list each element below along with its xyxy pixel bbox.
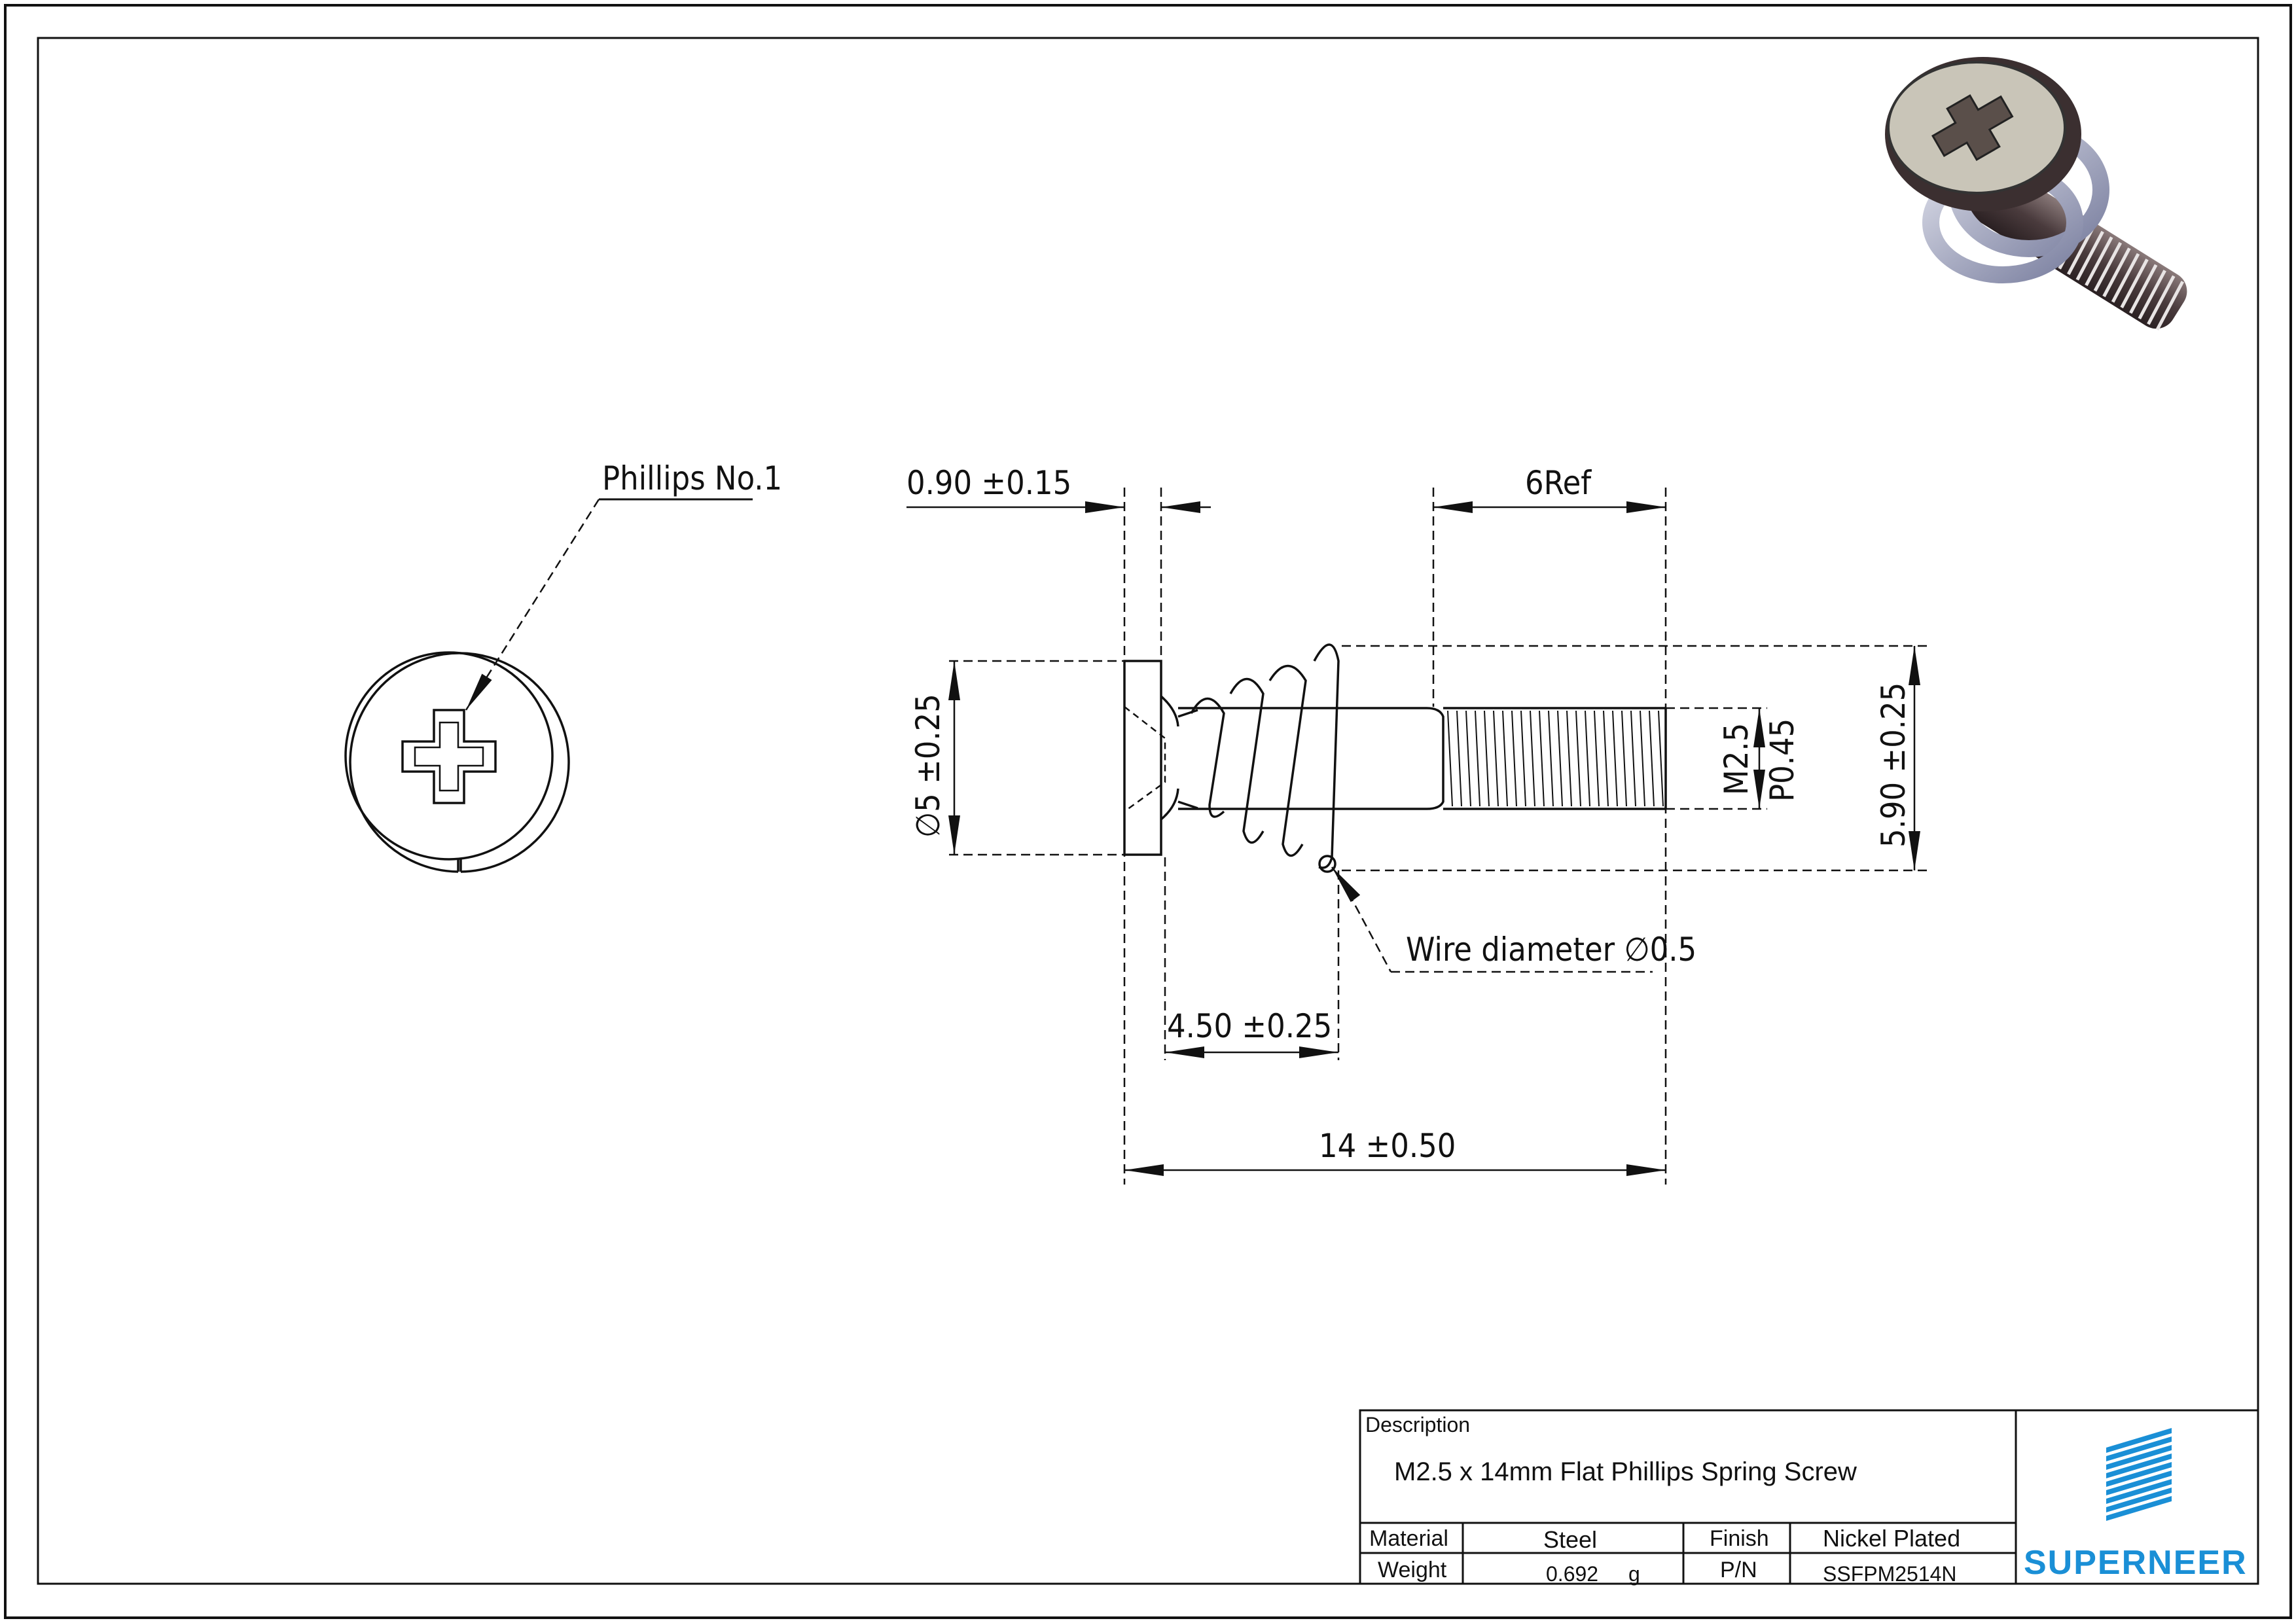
thread-crest <box>1520 710 1526 807</box>
dim-head-dia: ∅5 ±0.25 <box>909 694 947 838</box>
dim-thread-size: M2.5 <box>1717 723 1755 795</box>
thread-crest <box>1575 710 1581 807</box>
iso-thread-crest <box>2120 259 2149 309</box>
thread-crest <box>1475 710 1480 807</box>
logo-stripe <box>2106 1436 2172 1461</box>
thread-crest <box>1585 710 1590 807</box>
weight-label: Weight <box>1378 1558 1447 1582</box>
iso-thread-crest <box>2085 236 2113 287</box>
thread-crest <box>1658 710 1664 807</box>
thread-crest <box>1621 710 1627 807</box>
iso-thread-crest <box>2129 264 2158 314</box>
thread-crest <box>1493 710 1499 807</box>
thread-crest <box>1640 710 1645 807</box>
logo-stripe <box>2106 1488 2172 1512</box>
thread-hatch <box>1447 710 1664 807</box>
thread-crest <box>1566 710 1572 807</box>
weight-unit: g <box>1628 1562 1640 1586</box>
thread-crest <box>1594 710 1600 807</box>
material-label: Material <box>1369 1526 1448 1551</box>
iso-thread-crest <box>2155 281 2185 330</box>
logo-stripe <box>2106 1462 2172 1487</box>
logo-stripe <box>2106 1471 2172 1495</box>
screw-3d-render <box>1885 57 2187 330</box>
description-label: Description <box>1365 1413 1470 1436</box>
dim-spring-len: 4.50 ±0.25 <box>1167 1007 1332 1045</box>
dim-thread-pitch: P0.45 <box>1763 719 1801 802</box>
pn-value: SSFPM2514N <box>1823 1562 1957 1586</box>
thread-crest <box>1548 710 1554 807</box>
thread-crest <box>1511 710 1517 807</box>
thread-crest <box>1557 710 1563 807</box>
logo-stripe <box>2106 1479 2172 1504</box>
drive-label: Phillips No.1 <box>602 459 782 497</box>
thread-crest <box>1539 710 1545 807</box>
thread-crest <box>1456 710 1462 807</box>
dimension-lines <box>906 501 1920 1176</box>
pn-label: P/N <box>1720 1558 1757 1582</box>
iso-thread-crest <box>2093 241 2123 292</box>
description-value: M2.5 x 14mm Flat Phillips Spring Screw <box>1394 1457 1857 1486</box>
thread-crest <box>1502 710 1508 807</box>
logo-stripe <box>2106 1454 2172 1478</box>
thread-crest <box>1484 710 1490 807</box>
material-value: Steel <box>1543 1526 1597 1553</box>
brand-name: SUPERNEER <box>2024 1544 2248 1582</box>
thread-crest <box>1447 710 1453 807</box>
logo-stripe <box>2106 1445 2172 1470</box>
dim-spring-free: 6Ref <box>1525 464 1592 502</box>
logo-stripe <box>2106 1428 2172 1453</box>
iso-thread-crest <box>2138 270 2166 320</box>
finish-value: Nickel Plated <box>1823 1525 1960 1552</box>
side-view <box>1123 643 1667 873</box>
thread-crest <box>1603 710 1609 807</box>
title-block <box>1359 1409 2259 1585</box>
dim-wire: Wire diameter ∅0.5 <box>1406 931 1696 969</box>
outer-border <box>4 4 2292 1619</box>
dim-head-thickness: 0.90 ±0.15 <box>906 464 1071 502</box>
drive-callout: Phillips No.1 <box>465 459 782 711</box>
iso-thread-crest <box>2102 247 2131 298</box>
dim-spring-od: 5.90 ±0.25 <box>1874 683 1912 847</box>
dim-overall-len: 14 ±0.50 <box>1319 1127 1456 1165</box>
thread-crest <box>1630 710 1636 807</box>
weight-value: 0.692 <box>1546 1562 1598 1586</box>
thread-crest <box>1612 710 1618 807</box>
superneer-logo-icon <box>2106 1428 2172 1521</box>
end-view <box>344 651 570 873</box>
iso-thread-crest <box>2111 253 2140 303</box>
thread-crest <box>1465 710 1471 807</box>
finish-label: Finish <box>1710 1526 1769 1551</box>
inner-border <box>37 37 2259 1585</box>
iso-thread-crest <box>2147 275 2176 325</box>
iso-thread-crest <box>2075 230 2104 281</box>
logo-stripe <box>2106 1496 2172 1521</box>
thread-crest <box>1530 710 1535 807</box>
extension-lines <box>949 488 1931 1185</box>
thread-crest <box>1649 710 1655 807</box>
